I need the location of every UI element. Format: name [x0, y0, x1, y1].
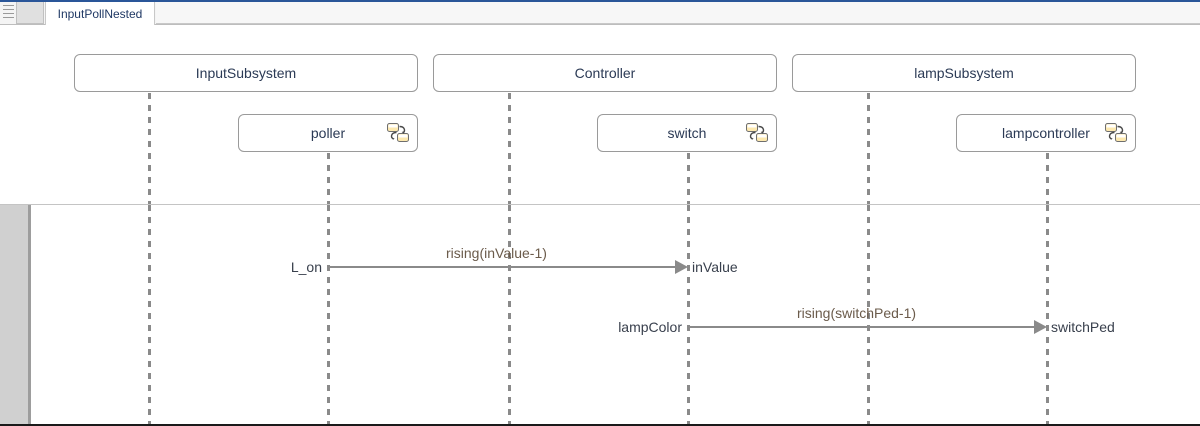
lifeline-lampsubsystem [867, 93, 870, 205]
lifeline-lampcontroller-body [1046, 205, 1049, 426]
drag-grip-icon[interactable] [3, 5, 14, 20]
lifeline-block-label: InputSubsystem [195, 65, 297, 81]
message-arrowhead-1 [675, 260, 688, 274]
lifeline-poller-body [327, 205, 330, 426]
lifeline-lampcontroller [1046, 153, 1049, 205]
lifeline-block-label: Controller [574, 65, 636, 81]
message-arrow-1[interactable] [328, 266, 675, 268]
message-label-1[interactable]: rising(inValue-1) [446, 245, 547, 261]
accent-top-line [0, 0, 1200, 2]
lifeline-header-panel: InputSubsystem Controller lampSubsystem … [0, 25, 1200, 205]
tab-strip-empty-area [156, 2, 1200, 24]
lifeline-block-lampcontroller[interactable]: lampcontroller [956, 114, 1136, 152]
panel-button-icon[interactable] [16, 2, 44, 24]
message-arrow-2[interactable] [688, 326, 1034, 328]
stateflow-chart-icon [1105, 123, 1127, 143]
source-port-label-1[interactable]: L_on [290, 259, 322, 275]
lifeline-block-label: switch [667, 125, 707, 141]
tab-label: InputPollNested [57, 6, 143, 21]
lifeline-lampsubsystem-body [867, 205, 870, 426]
target-port-label-2[interactable]: switchPed [1051, 319, 1115, 335]
lifeline-block-label: lampSubsystem [914, 65, 1014, 81]
window-bottom-border [0, 424, 1200, 426]
lifeline-inputsubsystem-body [148, 205, 151, 426]
tab-strip: InputPollNested [0, 0, 1200, 25]
left-gutter[interactable] [0, 205, 28, 426]
lifeline-block-switch[interactable]: switch [597, 114, 777, 152]
lifeline-switch [687, 153, 690, 205]
lifeline-inputsubsystem [148, 93, 151, 205]
stateflow-chart-icon [746, 123, 768, 143]
lifeline-controller-body [508, 205, 511, 426]
header-separator [0, 204, 1200, 205]
tab-inputpollnested[interactable]: InputPollNested [45, 2, 155, 25]
lifeline-block-poller[interactable]: poller [238, 114, 418, 152]
target-port-label-1[interactable]: inValue [692, 259, 738, 275]
lifeline-block-inputsubsystem[interactable]: InputSubsystem [74, 54, 418, 92]
lifeline-block-label: poller [310, 125, 346, 141]
lifeline-block-lampsubsystem[interactable]: lampSubsystem [792, 54, 1136, 92]
sequence-diagram-canvas: rising(inValue-1) L_on inValue rising(sw… [0, 205, 1200, 426]
lifeline-poller [327, 153, 330, 205]
message-label-2[interactable]: rising(switchPed-1) [797, 305, 917, 321]
left-gutter-edge [28, 205, 31, 426]
lifeline-block-controller[interactable]: Controller [433, 54, 777, 92]
source-port-label-2[interactable]: lampColor [618, 319, 682, 335]
message-arrowhead-2 [1034, 320, 1047, 334]
lifeline-switch-body [687, 205, 690, 426]
lifeline-controller [508, 93, 511, 205]
lifeline-block-label: lampcontroller [1002, 125, 1090, 141]
stateflow-chart-icon [387, 123, 409, 143]
